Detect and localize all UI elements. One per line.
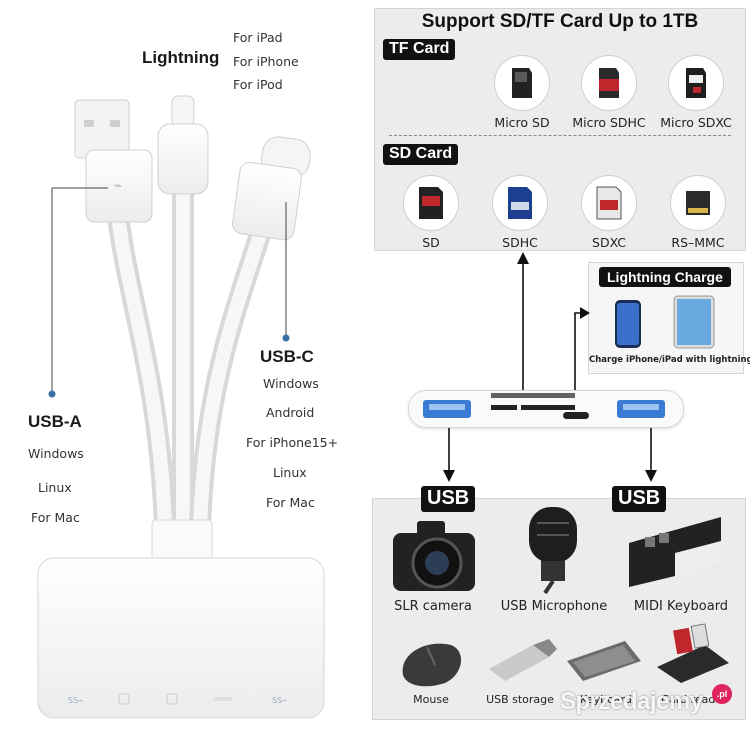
device-label: Keyboard — [580, 693, 632, 706]
usb-storage-icon — [489, 639, 557, 681]
lightning-charge-panel: Lightning Charge Charge iPhone/iPad with… — [588, 262, 750, 374]
card-rs-mmc: RS–MMC — [655, 175, 741, 250]
svg-text:SS⌁: SS⌁ — [68, 696, 83, 705]
watermark: Sprzedajemy — [560, 688, 703, 715]
iphone-icon — [615, 300, 641, 348]
device-label: SLR camera — [394, 599, 472, 614]
lightning-for-1: For iPad — [233, 30, 283, 45]
tf-slot — [491, 405, 517, 410]
sdhc-card-icon — [492, 175, 548, 231]
adapter-hub — [408, 390, 684, 428]
device-label: MIDI Keyboard — [633, 599, 729, 614]
svg-text:⌁: ⌁ — [114, 178, 122, 194]
card-sd: SD — [388, 175, 474, 250]
card-support-title: Support SD/TF Card Up to 1TB — [421, 11, 699, 32]
keyboard-icon — [567, 641, 641, 681]
card-support-panel: Support SD/TF Card Up to 1TB TF Card Mic… — [374, 8, 746, 251]
lightning-charge-subtitle: Charge iPhone/iPad with lightning — [589, 355, 750, 365]
midi-keyboard-icon — [629, 517, 721, 587]
usb-a-os-2: Linux — [38, 480, 72, 495]
svg-text:SS⌁: SS⌁ — [272, 696, 287, 705]
card-sdxc: SDXC — [566, 175, 652, 250]
card-label: Micro SDHC — [572, 115, 646, 130]
device-label: USB storage — [486, 693, 554, 706]
device-label: USB Microphone — [500, 599, 608, 614]
card-reader-icon — [657, 623, 729, 683]
card-micro-sdxc: Micro SDXC — [653, 55, 739, 130]
usb-c-os-4: Linux — [273, 465, 307, 480]
usb-devices-panel: SLR camera USB Microphone MIDI Keyboard … — [372, 498, 746, 720]
card-sdhc: SDHC — [477, 175, 563, 250]
lightning-title: Lightning — [142, 48, 220, 67]
card-label: SDHC — [502, 235, 538, 250]
usb-a-os-1: Windows — [28, 446, 84, 461]
camera-icon — [393, 521, 475, 591]
divider — [389, 135, 731, 136]
usb-tag-left: USB — [421, 486, 476, 512]
mouse-icon — [402, 643, 462, 687]
adapter-product-illustration: ⌁ SS⌁ SS⌁ — [37, 95, 325, 719]
usb-c-os-5: For Mac — [266, 495, 315, 510]
device-label: Mouse — [413, 693, 449, 706]
card-label: Micro SD — [494, 115, 550, 130]
micro-sd-card-icon — [494, 55, 550, 111]
watermark-badge: .pl — [712, 684, 732, 704]
hub-ports — [423, 393, 665, 419]
card-label: SDXC — [592, 235, 626, 250]
usb-c-os-1: Windows — [263, 376, 319, 391]
rs-mmc-card-icon — [670, 175, 726, 231]
usb-c-os-2: Android — [266, 405, 315, 420]
sd-card-icon — [403, 175, 459, 231]
card-label: Micro SDXC — [660, 115, 732, 130]
lightning-charge-title: Lightning Charge — [599, 267, 731, 287]
sdxc-card-icon — [581, 175, 637, 231]
card-label: RS–MMC — [671, 235, 725, 250]
card-label: SD — [422, 235, 440, 250]
micro-sdhc-card-icon — [581, 55, 637, 111]
lightning-for-3: For iPod — [233, 77, 283, 92]
device-label: Card reader — [661, 693, 727, 706]
card-micro-sd: Micro SD — [479, 55, 565, 130]
card-micro-sdhc: Micro SDHC — [566, 55, 652, 130]
usb-tag-right: USB — [612, 486, 667, 512]
usb-c-os-3: For iPhone15+ — [246, 435, 339, 450]
usb-a-os-3: For Mac — [31, 510, 80, 525]
lightning-port — [563, 412, 589, 419]
tf-card-tag: TF Card — [383, 39, 456, 60]
sd-card-tag: SD Card — [383, 144, 459, 165]
ipad-icon — [673, 295, 715, 349]
connection-arrows — [443, 252, 657, 482]
lightning-for-2: For iPhone — [233, 54, 299, 69]
sd-slot — [521, 405, 575, 410]
micro-sdxc-card-icon — [668, 55, 724, 111]
usb-c-title: USB-C — [260, 347, 314, 366]
usb-a-title: USB-A — [28, 412, 82, 431]
microphone-icon — [529, 507, 577, 595]
